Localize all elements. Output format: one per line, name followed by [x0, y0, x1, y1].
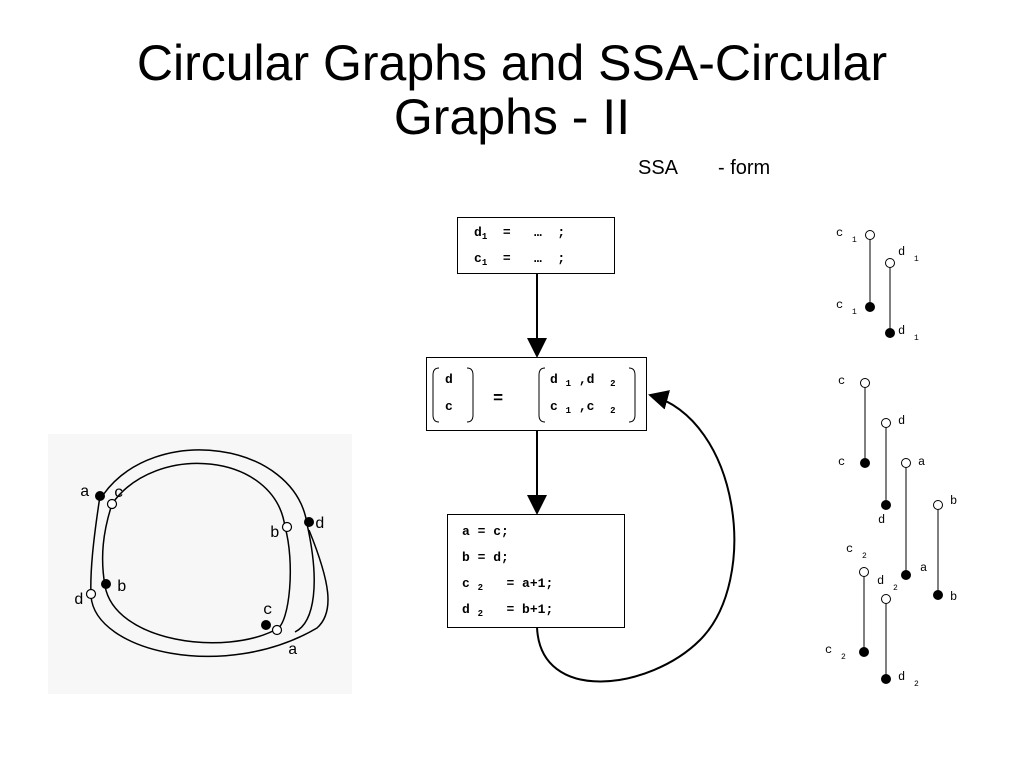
label-d: d [898, 670, 905, 684]
label-d: d [315, 515, 325, 533]
interval-outer [102, 449, 315, 633]
label-b: b [117, 578, 127, 596]
code-line: c1 = … ; [474, 251, 566, 268]
interval-end-c1 [865, 302, 875, 312]
label-d: d [74, 591, 84, 609]
interval-start-c [860, 378, 870, 388]
label-c: c [838, 455, 845, 469]
label-d: d [878, 513, 885, 527]
phi-rhs-c: c 1 ,c 2 [550, 399, 616, 416]
label-a: a [918, 455, 925, 469]
endpoint-c [106, 498, 118, 510]
label-sub: 1 [852, 236, 857, 245]
code-line: a = c; [462, 524, 509, 539]
label-b: b [950, 494, 957, 508]
label-a: a [80, 483, 90, 501]
interval-diagram: c 1 d 1 c 1 d 1 c d c a b d c 2 d 2 a b … [825, 226, 957, 689]
interval-end-a [901, 570, 911, 580]
entry-block: d1 = … ; c1 = … ; [457, 217, 615, 274]
label-c: c [836, 298, 843, 312]
label-sub: 2 [893, 584, 898, 593]
label-sub: 1 [914, 255, 919, 264]
interval-start-c2 [859, 567, 869, 577]
label-b: b [950, 590, 957, 604]
label-sub: 2 [841, 653, 846, 662]
endpoint-a [95, 491, 105, 501]
phi-brackets [432, 367, 636, 423]
loop-block: a = c; b = d; c 2 = a+1; d 2 = b+1; [447, 514, 625, 628]
endpoint-d [85, 588, 97, 600]
phi-rhs-d: d 1 ,d 2 [550, 372, 616, 389]
interval-start-d1 [885, 258, 895, 268]
interval-end-d1 [885, 328, 895, 338]
interval-bottom-outer [90, 529, 329, 658]
label-c: c [838, 374, 845, 388]
ssa-label: SSA [638, 157, 679, 179]
interval-end-b [933, 590, 943, 600]
phi-block: d c = d 1 ,d 2 c 1 ,c 2 [426, 357, 647, 431]
interval-start-a [901, 458, 911, 468]
label-d: d [877, 574, 884, 588]
label-c: c [846, 542, 853, 556]
label-c: c [263, 601, 273, 619]
interval-start-d [881, 418, 891, 428]
title-line-1: Circular Graphs and SSA-Circular [136, 35, 888, 91]
label-sub: 2 [914, 680, 919, 689]
label-c: c [825, 643, 832, 657]
interval-end-d2 [881, 674, 891, 684]
interval-end-c2 [859, 647, 869, 657]
code-line: d1 = … ; [474, 225, 566, 242]
code-line: b = d; [462, 550, 509, 565]
title-line-2: Graphs - II [393, 89, 631, 145]
label-c: c [836, 226, 843, 240]
phi-eq: = [493, 390, 504, 409]
label-sub: 2 [862, 552, 867, 561]
label-d: d [898, 324, 905, 338]
endpoint-b [101, 579, 111, 589]
endpoint-a [271, 624, 283, 636]
label-a: a [288, 641, 298, 659]
label-b: b [270, 524, 280, 542]
endpoint-b [281, 521, 293, 533]
code-line: c 2 = a+1; [462, 576, 554, 593]
label-sub: 1 [914, 334, 919, 343]
interval-bottom-inner [104, 526, 292, 644]
circular-graph: a c b d d b c a [48, 434, 352, 694]
label-d: d [898, 414, 905, 428]
interval-end-d [881, 500, 891, 510]
interval-start-b [933, 500, 943, 510]
edge-loop-back [536, 390, 736, 683]
form-label: - form [718, 157, 771, 179]
label-sub: 1 [852, 308, 857, 317]
interval-end-c [860, 458, 870, 468]
label-d: d [898, 245, 905, 259]
phi-lhs-d: d [445, 372, 453, 387]
phi-lhs-c: c [445, 399, 453, 414]
endpoint-d [304, 517, 314, 527]
label-c: c [114, 484, 124, 502]
interval-start-c1 [865, 230, 875, 240]
slide-title: Circular Graphs and SSA-Circular Graphs … [0, 36, 1024, 144]
interval-left [90, 495, 101, 597]
interval-start-d2 [881, 594, 891, 604]
interval-inner [111, 462, 286, 528]
code-line: d 2 = b+1; [462, 602, 554, 619]
label-a: a [920, 561, 927, 575]
interval-tail [101, 503, 113, 587]
endpoint-c [261, 620, 271, 630]
